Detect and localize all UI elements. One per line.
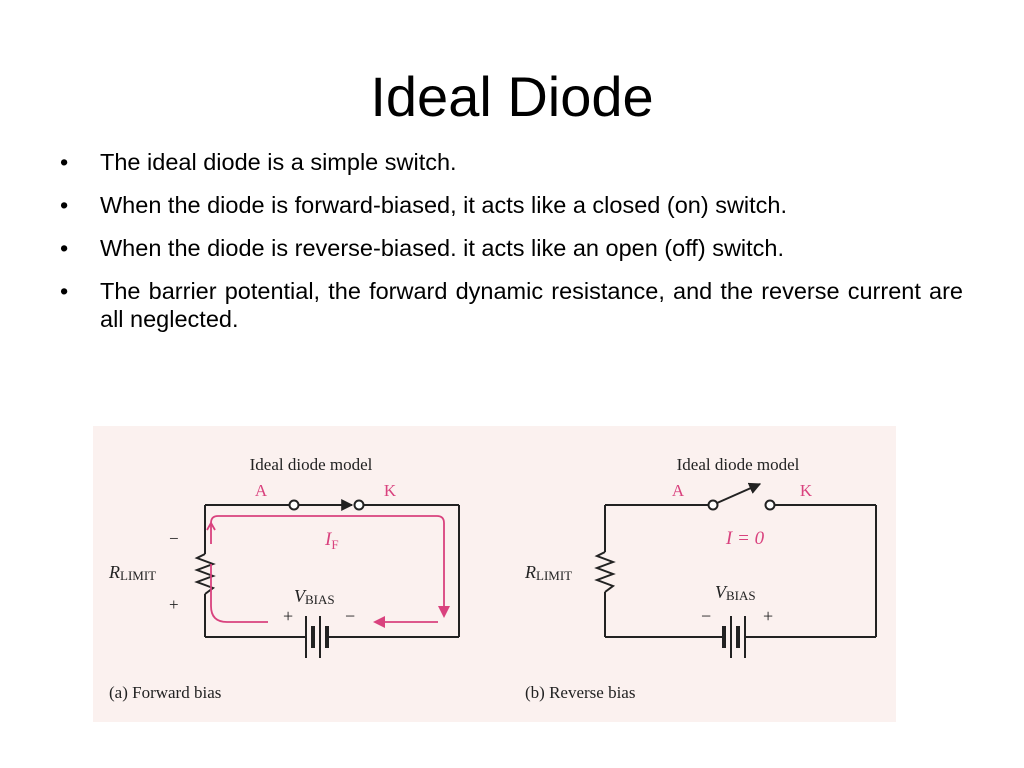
forward-cathode-label: K	[384, 481, 397, 500]
reverse-anode-label: A	[672, 481, 685, 500]
reverse-source-left-sign: −	[701, 606, 711, 626]
source-subscript: BIAS	[726, 588, 756, 603]
forward-source-left-sign: +	[283, 606, 293, 626]
bullet-dot: •	[60, 278, 69, 304]
resistor-subscript: LIMIT	[120, 568, 156, 583]
forward-resistor-label: RLIMIT	[108, 562, 156, 583]
reverse-bias-circuit	[604, 504, 877, 638]
bullet-item: • When the diode is forward-biased, it ac…	[58, 191, 963, 219]
forward-anode-label: A	[255, 481, 268, 500]
reverse-current-label: I = 0	[725, 528, 765, 549]
forward-source-right-sign: −	[345, 606, 355, 626]
forward-caption: (a) Forward bias	[109, 683, 221, 702]
forward-resistor-bottom-sign: +	[169, 595, 179, 614]
closed-switch-icon	[288, 499, 365, 511]
current-flow-loop	[206, 515, 450, 628]
reverse-source-right-sign: +	[763, 606, 773, 626]
current-subscript: F	[331, 537, 338, 552]
reverse-caption: (b) Reverse bias	[525, 683, 635, 702]
forward-resistor-top-sign: −	[169, 529, 179, 548]
open-switch-icon	[707, 482, 776, 511]
forward-bias-circuit	[204, 504, 460, 638]
battery-icon	[305, 616, 329, 658]
bullet-item: • The ideal diode is a simple switch.	[58, 148, 963, 176]
bullet-dot: •	[60, 149, 69, 175]
source-symbol: V	[715, 582, 728, 602]
current-symbol: I	[324, 529, 333, 550]
bullet-dot: •	[60, 235, 69, 261]
source-subscript: BIAS	[305, 592, 335, 607]
resistor-subscript: LIMIT	[536, 568, 572, 583]
resistor-icon	[594, 551, 616, 593]
reverse-source-label: VBIAS	[715, 582, 756, 603]
bullet-text: The barrier potential, the forward dynam…	[100, 278, 963, 332]
bullet-item: • The barrier potential, the forward dyna…	[58, 277, 963, 333]
bullet-dot: •	[60, 192, 69, 218]
resistor-symbol: R	[108, 562, 120, 582]
forward-source-label: VBIAS	[294, 586, 335, 607]
battery-icon	[722, 616, 746, 658]
reverse-model-label: Ideal diode model	[677, 455, 800, 474]
bullet-item: • When the diode is reverse-biased. it ac…	[58, 234, 963, 262]
diode-circuit-figure: Ideal diode model A K IF RLIMIT − + VBIA…	[93, 426, 896, 722]
bullet-list: • The ideal diode is a simple switch. • Wh…	[58, 148, 963, 348]
resistor-symbol: R	[524, 562, 536, 582]
reverse-resistor-label: RLIMIT	[524, 562, 572, 583]
slide-title: Ideal Diode	[370, 65, 654, 128]
forward-current-label: IF	[324, 529, 339, 552]
bullet-text: When the diode is reverse-biased. it act…	[100, 235, 785, 261]
reverse-cathode-label: K	[800, 481, 813, 500]
forward-model-label: Ideal diode model	[250, 455, 373, 474]
bullet-text: When the diode is forward-biased, it act…	[100, 192, 788, 218]
circuit-diagram: Ideal diode model A K IF RLIMIT − + VBIA…	[108, 455, 877, 702]
source-symbol: V	[294, 586, 307, 606]
bullet-text: The ideal diode is a simple switch.	[100, 149, 457, 175]
